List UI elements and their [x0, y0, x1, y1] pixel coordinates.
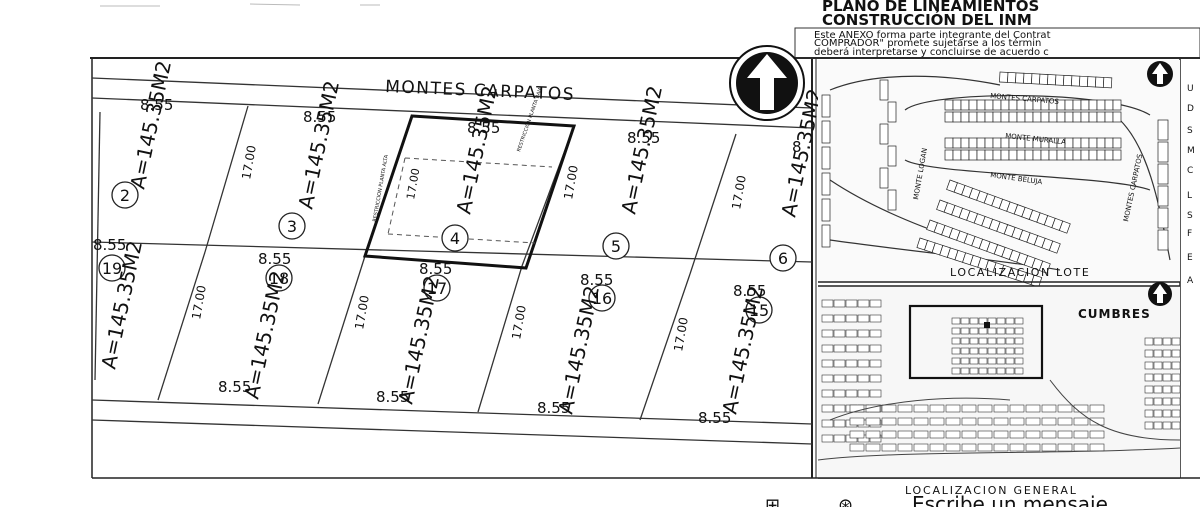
lot-number-circle [111, 181, 139, 209]
plan-title-line1: PLANO DE LINEAMIENTOS [822, 0, 1039, 15]
side-letter: C [1187, 166, 1193, 176]
lot-number-circle [423, 274, 451, 302]
location-lot-map: MONTES CARPATOS MONTE MURALLA MONTE BELU… [818, 60, 1180, 288]
lot-number-circle [265, 264, 293, 292]
lot-number-circle [769, 244, 797, 272]
side-letter: A [1187, 276, 1194, 286]
lot-depth-dimension: 17.00 [561, 164, 581, 200]
lot-depth-dimension: 17.00 [729, 174, 749, 210]
side-letter: U [1187, 84, 1194, 94]
lot-number: 4 [450, 229, 460, 248]
bottom-front-dimension: 8.55 [698, 409, 731, 427]
lot-front-dimension: 8.55 [419, 260, 452, 278]
lot-number-circle [278, 212, 306, 240]
lot-front-dimension: 8.55 [733, 282, 766, 300]
annex-text-line1: Este ANEXO forma parte integrante del Co… [814, 30, 1051, 41]
lot-front-dimension: 8.55 [627, 129, 660, 147]
lot-number: 15 [749, 301, 769, 320]
side-letter: M [1187, 146, 1195, 156]
side-letter: S [1187, 126, 1193, 136]
footer-icon-glyph: ⊞ [765, 495, 780, 507]
location-general-north-icon [1148, 282, 1172, 306]
side-letter: S [1187, 211, 1193, 221]
annex-text-line3: deberá interpretarse y concluirse de acu… [814, 46, 1049, 58]
setback-length-label: 17.00 [404, 167, 422, 200]
lot-number: 18 [269, 269, 289, 288]
lot-number: 16 [592, 289, 612, 308]
annex-text-line2: COMPRADOR" promete sujetarse a los térmi… [814, 37, 1041, 49]
lot-number: 2 [120, 186, 130, 205]
selected-lot-outline [362, 114, 577, 270]
north-arrow-icon [729, 45, 805, 121]
brand-logo: CUMBRES [1078, 307, 1151, 321]
lot-front-dimension: 8 [792, 138, 802, 156]
lot-front-dimension: 8.55 [303, 108, 336, 126]
lot-number: 3 [287, 217, 297, 236]
lot-depth-dimension: 17.00 [509, 304, 529, 340]
location-lot-north-icon [1147, 61, 1173, 87]
location-lot-caption: LOCALIZACION LOTE [950, 266, 1090, 279]
location-general-map: CUMBRES LOCALIZACION GENERAL [817, 282, 1181, 497]
lot-front-dimension: 8.55 [93, 236, 126, 254]
lot-number-circle [588, 284, 616, 312]
bottom-front-dimension: 8.55 [218, 378, 251, 396]
lot-front-dimension: 8.55 [580, 271, 613, 289]
lot-depth-dimension: 17.00 [189, 284, 209, 320]
footer-partial-text: Escribe un mensaje [912, 492, 1108, 507]
plan-title-line2: CONSTRUCCIÓN DEL INM [822, 10, 1032, 29]
general-lot-highlight [908, 304, 1044, 380]
lot-depth-dimension: 17.00 [352, 294, 372, 330]
lot-number: 5 [611, 237, 621, 256]
bottom-front-dimension: 8.55 [376, 388, 409, 406]
location-general-caption: LOCALIZACION GENERAL [905, 484, 1078, 497]
side-letter: F [1187, 229, 1192, 239]
lot-front-dimension: 8.55 [467, 119, 500, 137]
lot-depth-dimension: 17.00 [239, 144, 259, 180]
lot-number-circle [602, 232, 630, 260]
bottom-front-dimension: 8.55 [537, 399, 570, 417]
lot-number: 19 [102, 259, 122, 278]
side-letter: L [1187, 191, 1192, 201]
lot-number: 17 [427, 279, 447, 298]
footer-icon-glyph-2: ⊛ [838, 495, 853, 507]
lot-front-dimension: 8.55 [140, 96, 173, 114]
lot-depth-dimension: 17.00 [671, 316, 691, 352]
lot-number-circle [98, 254, 126, 282]
lot-number-circle [745, 296, 773, 324]
lot-front-dimension: 8.55 [258, 250, 291, 268]
header: PLANO DE LINEAMIENTOS CONSTRUCCIÓN DEL I… [794, 0, 1200, 59]
side-letter: D [1187, 104, 1194, 114]
lot-number-circle [441, 224, 469, 252]
side-letter: E [1187, 253, 1193, 263]
lot-number: 6 [778, 249, 788, 268]
